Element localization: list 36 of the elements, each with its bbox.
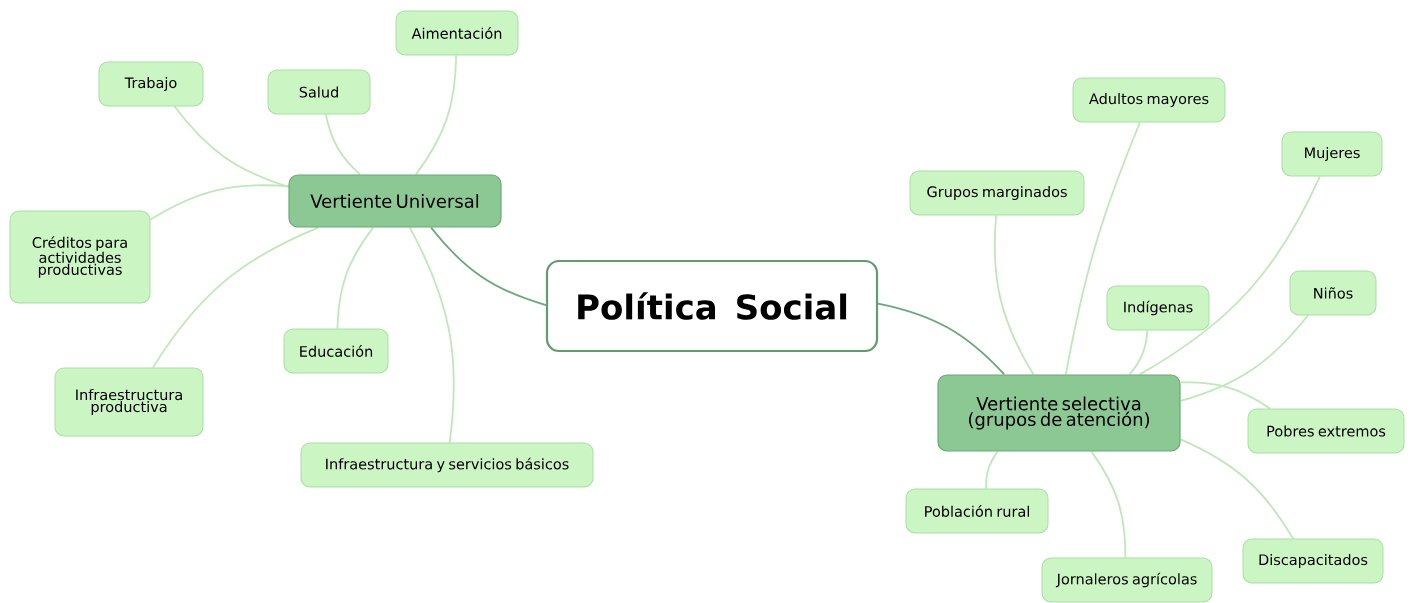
subtopic-box: Infraestructura productiva [54,367,204,437]
subtopic-box: Educación [283,328,389,374]
connector-line [336,226,375,330]
topic-box: Vertiente selectiva (grupos de atención) [937,374,1181,452]
subtopic-box: Adultos mayores [1072,77,1226,123]
subtopic-box: Infraestructura y servicios básicos [300,442,594,488]
topic-box: Vertiente Universal [288,174,502,228]
subtopic-box: Créditos para actividades productivas [9,210,151,304]
central-topic-box: Política Social [545,259,879,353]
subtopic-box: Niños [1289,270,1377,316]
connector-line [1128,329,1149,376]
connector-line [408,226,455,444]
connector-line [430,226,547,306]
connector-line [149,184,290,221]
connector-line [993,214,1035,376]
subtopic-box: Indígenas [1106,285,1210,331]
subtopic-box: Aimentación [395,10,519,56]
subtopic-box: Pobres extremos [1247,408,1405,454]
connector-line [1090,450,1127,559]
subtopic-box: Grupos marginados [909,170,1085,216]
subtopic-box: Trabajo [98,61,204,107]
connector-line [415,54,457,176]
connector-line [1064,121,1141,376]
subtopic-box: Salud [267,69,371,115]
subtopic-box: Jornaleros agrícolas [1041,557,1213,603]
connector-line [324,113,361,176]
connector-line [1179,314,1309,402]
connector-line [1179,381,1271,410]
connector-line [985,450,999,490]
subtopic-box: Discapacitados [1242,538,1384,584]
connector-line [877,302,1006,376]
connector-line [1138,175,1321,376]
connector-line [152,226,320,369]
connector-line [1179,438,1294,540]
subtopic-box: Mujeres [1281,131,1383,177]
subtopic-box: Población rural [905,488,1049,534]
